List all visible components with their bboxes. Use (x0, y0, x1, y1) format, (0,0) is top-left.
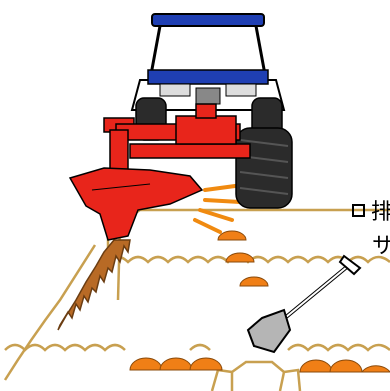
shovel-icon (248, 256, 360, 352)
caption-line-2: サ (372, 236, 390, 258)
soil-clods (130, 231, 390, 372)
caption-text-2: サ (372, 234, 390, 259)
trench-channel (212, 362, 300, 391)
bullet-square-icon (352, 204, 365, 217)
caption-text-1: 排 (371, 200, 390, 225)
field-outlines (5, 210, 390, 380)
caption-line-1: 排 (352, 202, 390, 224)
tractor-icon (70, 14, 292, 240)
